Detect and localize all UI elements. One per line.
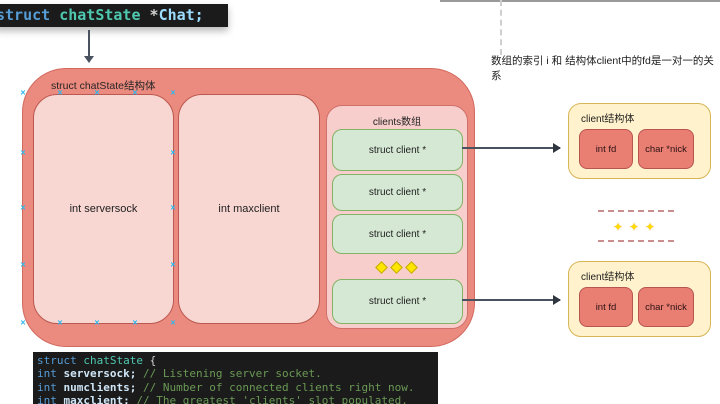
client-pointer-slot-1[interactable]: struct client * (332, 129, 463, 171)
clients-array-title: clients数组 (372, 117, 422, 128)
connection-point-icon[interactable]: × (20, 202, 26, 213)
code-typename: chatState (50, 6, 141, 24)
ellipsis-diamond-icon (390, 261, 403, 274)
connection-point-icon[interactable]: × (170, 259, 176, 270)
client-pointer-slot-4[interactable]: struct client * (332, 279, 463, 324)
sparkle-icon: ✦ (645, 220, 656, 234)
relationship-annotation: 数组的索引 i 和 结构体client中的fd是一对一的关系 (491, 55, 714, 82)
code-line: int maxclient; // The greatest 'clients'… (37, 394, 438, 404)
fd-field-shape[interactable]: int fd (579, 287, 633, 327)
sparkle-icon: ✦ (613, 220, 624, 234)
code-typename: chatState (76, 354, 143, 367)
connection-point-icon[interactable]: × (20, 147, 26, 158)
code-comment: // Listening server socket. (136, 367, 322, 381)
client-struct-title: client结构体 (581, 114, 635, 125)
nick-field-shape[interactable]: char *nick (638, 129, 694, 169)
connection-point-icon[interactable]: × (57, 317, 63, 328)
code-comment: // Number of connected clients right now… (136, 380, 415, 394)
code-keyword: struct (37, 354, 77, 367)
slot4-to-client-arrow[interactable] (462, 295, 561, 305)
connection-point-icon[interactable]: × (132, 87, 138, 98)
slot-label: struct client * (368, 144, 427, 156)
vertical-dashed-divider (500, 0, 502, 55)
ellipsis-diamond-icon (405, 261, 418, 274)
code-varname: numclients; (56, 380, 137, 394)
code-varname: Chat; (158, 6, 204, 24)
client-struct-top-shape[interactable]: client结构体 int fd char *nick (568, 103, 711, 179)
code-chip-declaration[interactable]: struct chatState *Chat; (0, 4, 228, 27)
code-line: int numclients; // Number of connected c… (37, 381, 438, 394)
slot-label: struct client * (368, 187, 427, 198)
code-brace: { (142, 354, 157, 367)
clients-array-shape[interactable]: clients数组 struct client * struct client … (326, 105, 468, 329)
nick-label: char *nick (645, 301, 687, 313)
nick-field-shape[interactable]: char *nick (638, 287, 694, 327)
connection-point-icon[interactable]: × (57, 87, 63, 98)
chatstate-struct-shape[interactable]: struct chatState结构体 int serversock int m… (22, 68, 475, 347)
connection-point-icon[interactable]: × (20, 87, 26, 98)
slot1-to-client-arrow[interactable] (462, 143, 561, 153)
sparkle-icon: ✦ (629, 220, 640, 234)
dashed-separator-bottom (598, 240, 674, 242)
slot-label: struct client * (368, 228, 427, 240)
serversock-label: int serversock (69, 203, 138, 215)
code-keyword: struct (0, 6, 51, 24)
connection-point-icon[interactable]: × (20, 317, 26, 328)
client-struct-title: client结构体 (581, 272, 635, 283)
connection-point-icon[interactable]: × (170, 202, 176, 213)
serversock-member-shape[interactable]: int serversock (33, 94, 174, 324)
code-comment: // The greatest 'clients' slot populated… (129, 394, 408, 404)
connection-point-icon[interactable]: × (170, 87, 176, 98)
connection-point-icon[interactable]: × (20, 259, 26, 270)
fd-label: int fd (595, 143, 617, 155)
code-keyword: int (37, 380, 57, 394)
client-pointer-slot-2[interactable]: struct client * (332, 174, 463, 211)
connection-point-icon[interactable]: × (170, 147, 176, 158)
code-varname: maxclient; (56, 394, 130, 404)
down-arrow-icon[interactable] (84, 30, 94, 63)
code-keyword: int (37, 394, 57, 404)
connection-point-icon[interactable]: × (94, 317, 100, 328)
connection-point-icon[interactable]: × (170, 317, 176, 328)
client-pointer-slot-3[interactable]: struct client * (332, 214, 463, 254)
code-pointer-star: * (140, 6, 159, 24)
page-top-border (440, 0, 720, 2)
fd-label: int fd (595, 301, 617, 313)
chatstate-struct-title: struct chatState结构体 (51, 80, 156, 92)
code-keyword: int (37, 367, 57, 381)
code-line: struct chatState { (37, 354, 438, 367)
fd-field-shape[interactable]: int fd (579, 129, 633, 169)
client-struct-bottom-shape[interactable]: client结构体 int fd char *nick (568, 261, 711, 337)
nick-label: char *nick (645, 143, 687, 155)
code-block-struct-definition[interactable]: struct chatState {int serversock; // Lis… (33, 352, 438, 404)
connection-point-icon[interactable]: × (94, 87, 100, 98)
code-varname: serversock; (56, 367, 137, 381)
ellipsis-diamond-icon (375, 261, 388, 274)
slot-label: struct client * (368, 296, 427, 307)
connection-point-icon[interactable]: × (132, 317, 138, 328)
maxclient-member-shape[interactable]: int maxclient (178, 94, 320, 324)
maxclient-label: int maxclient (218, 203, 280, 215)
code-line: int serversock; // Listening server sock… (37, 367, 438, 380)
dashed-separator-top (598, 210, 674, 212)
